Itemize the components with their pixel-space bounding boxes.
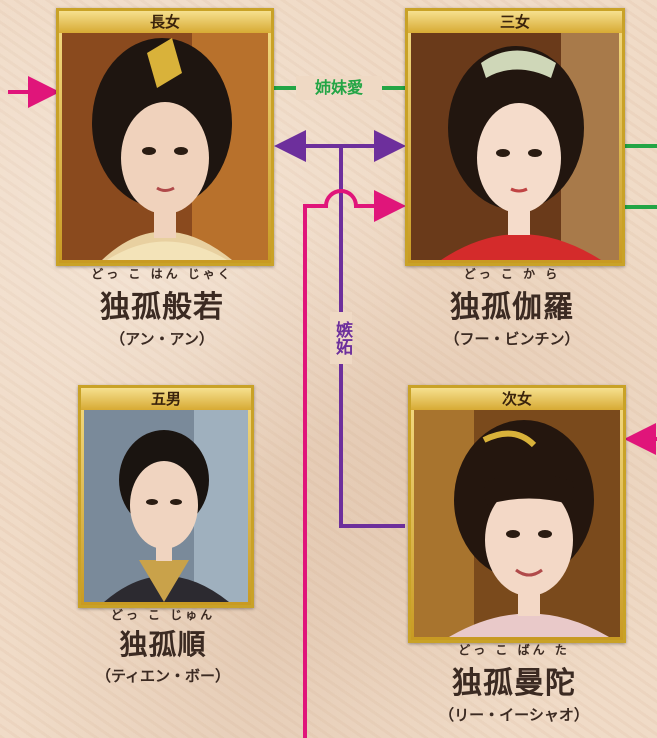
jealousy-label: 嫉妬 [330,312,352,364]
character-name: 独孤伽羅 [450,290,574,325]
man-portrait-icon [84,410,248,602]
furigana: どっ こ か ら [463,267,561,281]
character-name: 独孤曼陀 [452,666,576,701]
actor-name: （フー・ビンチン） [444,330,580,348]
role-label: 次女 [411,388,623,410]
character-name: 独孤般若 [100,290,224,325]
actor-name: （リー・イーシャオ） [439,706,589,724]
sisterly-love-label: 姉妹愛 [296,76,382,100]
actor-name: （アン・アン） [110,330,214,348]
pink-line-to-third [303,189,406,738]
actor-name: （ティエン・ボー） [95,667,231,685]
woman-portrait-smiling-icon [414,410,620,637]
furigana: どっ こ はん じゃく [91,267,233,281]
role-label: 三女 [408,11,622,33]
furigana: どっ こ ばん た [458,643,570,657]
role-label: 長女 [59,11,271,33]
character-name: 独孤順 [119,628,207,661]
furigana: どっ こ じゅん [110,608,216,622]
woman-portrait-hairpin-icon [62,33,268,260]
woman-portrait-crown-icon [411,33,619,260]
purple-line-jealousy [339,146,405,528]
role-label: 五男 [81,388,251,410]
